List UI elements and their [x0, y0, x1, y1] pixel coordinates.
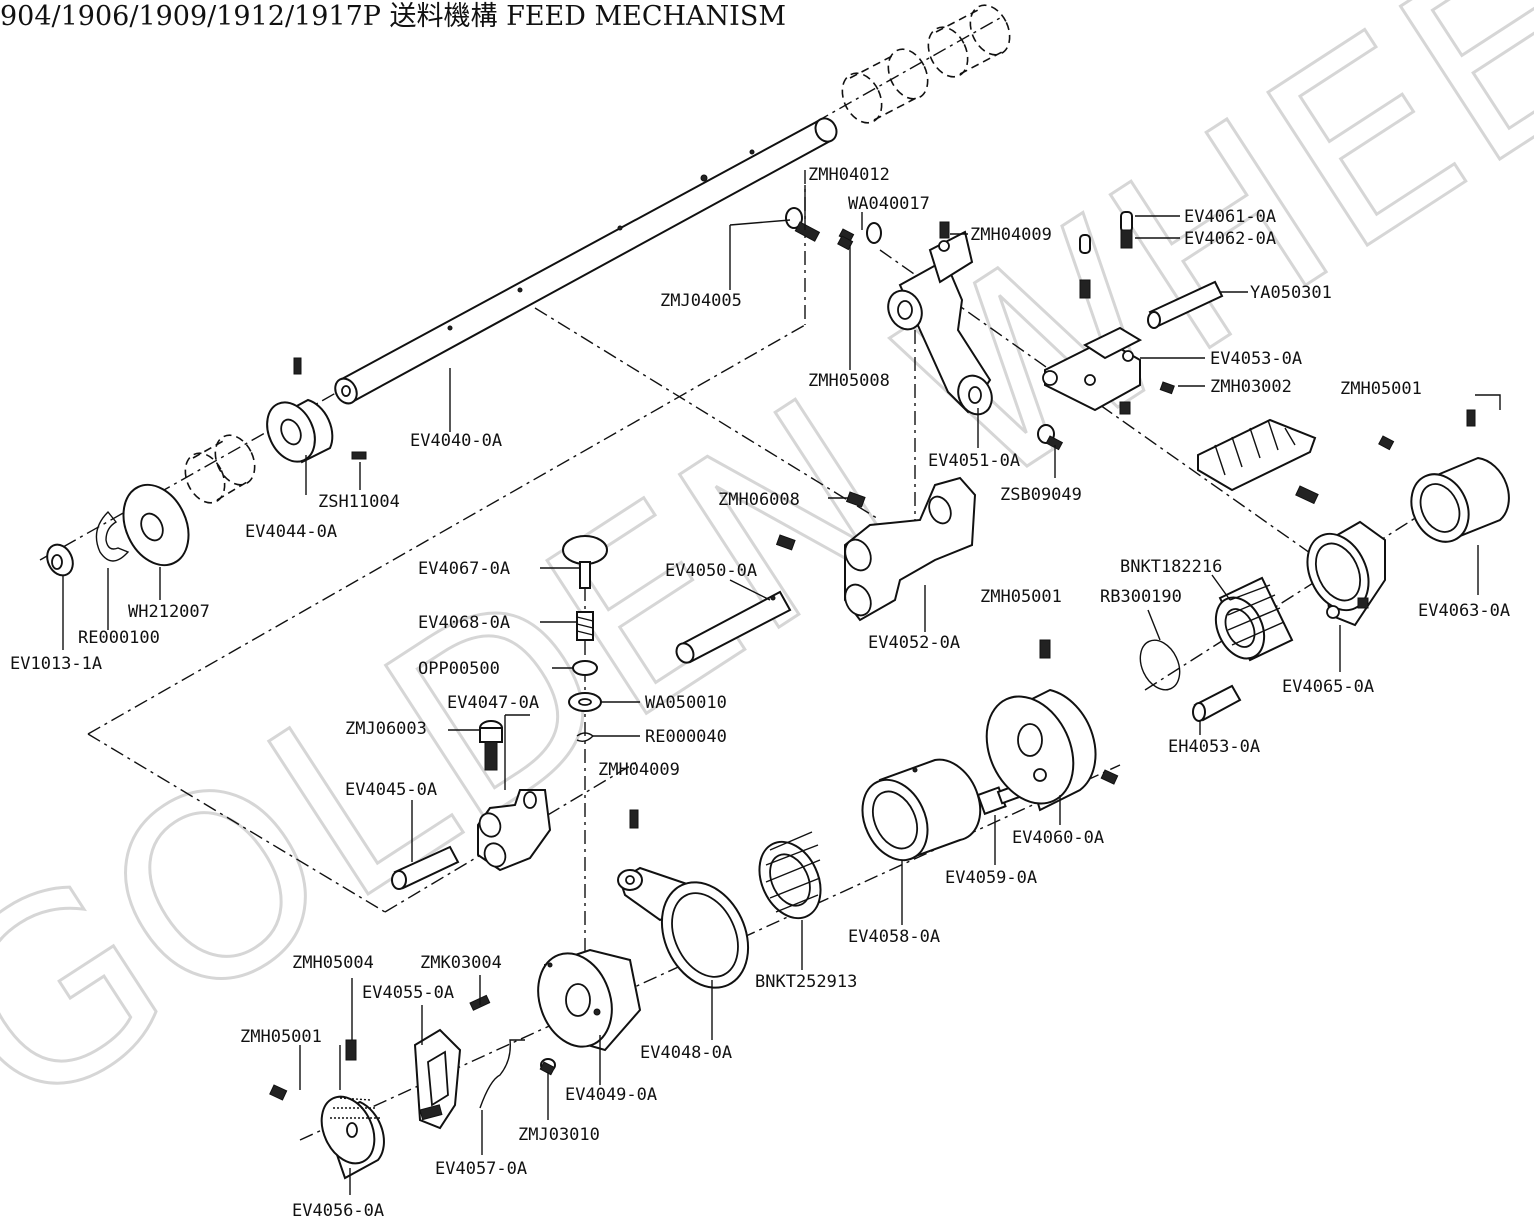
washer-wa040017: [866, 222, 882, 244]
e-ring-re000100: [95, 510, 130, 562]
label-ev4067: EV4067-0A: [418, 559, 510, 579]
needle-bearing-bnkt182216: [1214, 576, 1294, 662]
label-zmh06008: ZMH06008: [718, 490, 800, 510]
label-ev4063: EV4063-0A: [1418, 601, 1510, 621]
collar-ev4044: [266, 357, 367, 464]
label-ev4065: EV4065-0A: [1282, 677, 1374, 697]
label-ev4053: EV4053-0A: [1210, 349, 1302, 369]
block-ev4047: [477, 789, 552, 872]
bushing-ev4063: [1378, 409, 1510, 543]
label-wh212007: WH212007: [128, 602, 210, 622]
screw-zmh03002: [1159, 381, 1175, 395]
label-zsh11004: ZSH11004: [318, 492, 400, 512]
label-zmh05008: ZMH05008: [808, 371, 890, 391]
pin-ya050301: [1147, 280, 1224, 329]
screw-zmh04009-top: [939, 221, 950, 239]
label-ev4059: EV4059-0A: [945, 868, 1037, 888]
label-bnkt182216: BNKT182216: [1120, 557, 1222, 577]
screw-ev4053-lower: [1119, 401, 1131, 415]
washer-wh212007: [122, 483, 190, 567]
leader-lines: [62, 185, 1501, 1195]
rock-arm-ev4052: [775, 476, 977, 622]
label-zmj06003: ZMJ06003: [345, 719, 427, 739]
label-ev4058: EV4058-0A: [848, 927, 940, 947]
label-ev4044: EV4044-0A: [245, 522, 337, 542]
label-zmh05001-right: ZMH05001: [1340, 379, 1422, 399]
oring-opp00500: [572, 660, 598, 676]
label-ev4051: EV4051-0A: [928, 451, 1020, 471]
needle-bearing-bnkt252913: [758, 831, 822, 920]
screw-zmj04005: [785, 207, 821, 242]
label-ev1013: EV1013-1A: [10, 654, 102, 674]
block-ev4053: [1042, 326, 1143, 412]
label-re000100: RE000100: [78, 628, 160, 648]
pin-ev4045: [391, 845, 460, 890]
label-zmh04009-mid: ZMH04009: [598, 760, 680, 780]
spring-ev4068: [576, 611, 594, 641]
screw-zmh05001-left: [269, 1084, 288, 1101]
label-zsb09049: ZSB09049: [1000, 485, 1082, 505]
label-wa040017: WA040017: [848, 194, 930, 214]
label-ev4061: EV4061-0A: [1184, 207, 1276, 227]
pin-ev4061: [1079, 211, 1133, 299]
label-zmh05001-left: ZMH05001: [240, 1027, 322, 1047]
label-ev4056: EV4056-0A: [292, 1201, 384, 1221]
screw-zsb09049: [1037, 424, 1064, 451]
ring-rb300190: [1139, 639, 1181, 691]
knob-ev4067: [562, 535, 608, 589]
label-ev4052: EV4052-0A: [868, 633, 960, 653]
label-ev4049: EV4049-0A: [565, 1085, 657, 1105]
label-zmh05004: ZMH05004: [292, 953, 374, 973]
label-re000040: RE000040: [645, 727, 727, 747]
screw-zmh04009-mid: [629, 809, 639, 829]
label-zmh04012: ZMH04012: [808, 165, 890, 185]
label-ev4050: EV4050-0A: [665, 561, 757, 581]
pin-eh4053: [1192, 684, 1242, 722]
label-ev4045: EV4045-0A: [345, 780, 437, 800]
label-rb300190: RB300190: [1100, 587, 1182, 607]
label-ev4048: EV4048-0A: [640, 1043, 732, 1063]
label-zmh05001-mid: ZMH05001: [980, 587, 1062, 607]
screw-zmj06003: [479, 720, 503, 771]
spring-ev4057: [479, 1039, 525, 1109]
part-labels: EV4040-0A EV4044-0A ZSH11004 WH212007 RE…: [10, 165, 1510, 1221]
cam-ev4060: [985, 639, 1119, 812]
plate-ev4055: [413, 1028, 462, 1130]
label-ev4047: EV4047-0A: [447, 693, 539, 713]
label-zmh03002: ZMH03002: [1210, 377, 1292, 397]
screw-zmj03010: [539, 1058, 556, 1076]
eccentric-ev4048: [617, 866, 750, 989]
page-title: 904/1906/1909/1912/1917P 送料機構 FEED MECHA…: [0, 1, 786, 32]
label-ya050301: YA050301: [1250, 283, 1332, 303]
label-zmh04009-top: ZMH04009: [970, 225, 1052, 245]
bushing-ev4058: [861, 758, 982, 862]
wheel-ev4056: [320, 1095, 385, 1180]
label-ev4040: EV4040-0A: [410, 431, 502, 451]
feed-dog: [1197, 418, 1319, 505]
label-zmk03004: ZMK03004: [420, 953, 502, 973]
arm-ev4051: [887, 230, 993, 416]
label-zmj03010: ZMJ03010: [518, 1125, 600, 1145]
label-opp00500: OPP00500: [418, 659, 500, 679]
label-zmj04005: ZMJ04005: [660, 291, 742, 311]
housing-ev4065: [1306, 520, 1386, 627]
main-shaft: [334, 117, 838, 405]
shaft-ev4050: [675, 590, 792, 664]
label-ev4068: EV4068-0A: [418, 613, 510, 633]
label-ev4060: EV4060-0A: [1012, 828, 1104, 848]
label-ev4055: EV4055-0A: [362, 983, 454, 1003]
label-eh4053: EH4053-0A: [1168, 737, 1260, 757]
washer-wa050010: [568, 692, 602, 712]
label-wa050010: WA050010: [645, 693, 727, 713]
label-ev4057: EV4057-0A: [435, 1159, 527, 1179]
housing-ev4049: [537, 948, 642, 1052]
label-ev4062: EV4062-0A: [1184, 229, 1276, 249]
cap-ev1013: [46, 543, 74, 577]
label-bnkt252913: BNKT252913: [755, 972, 857, 992]
screw-zmh05004: [345, 1039, 357, 1061]
